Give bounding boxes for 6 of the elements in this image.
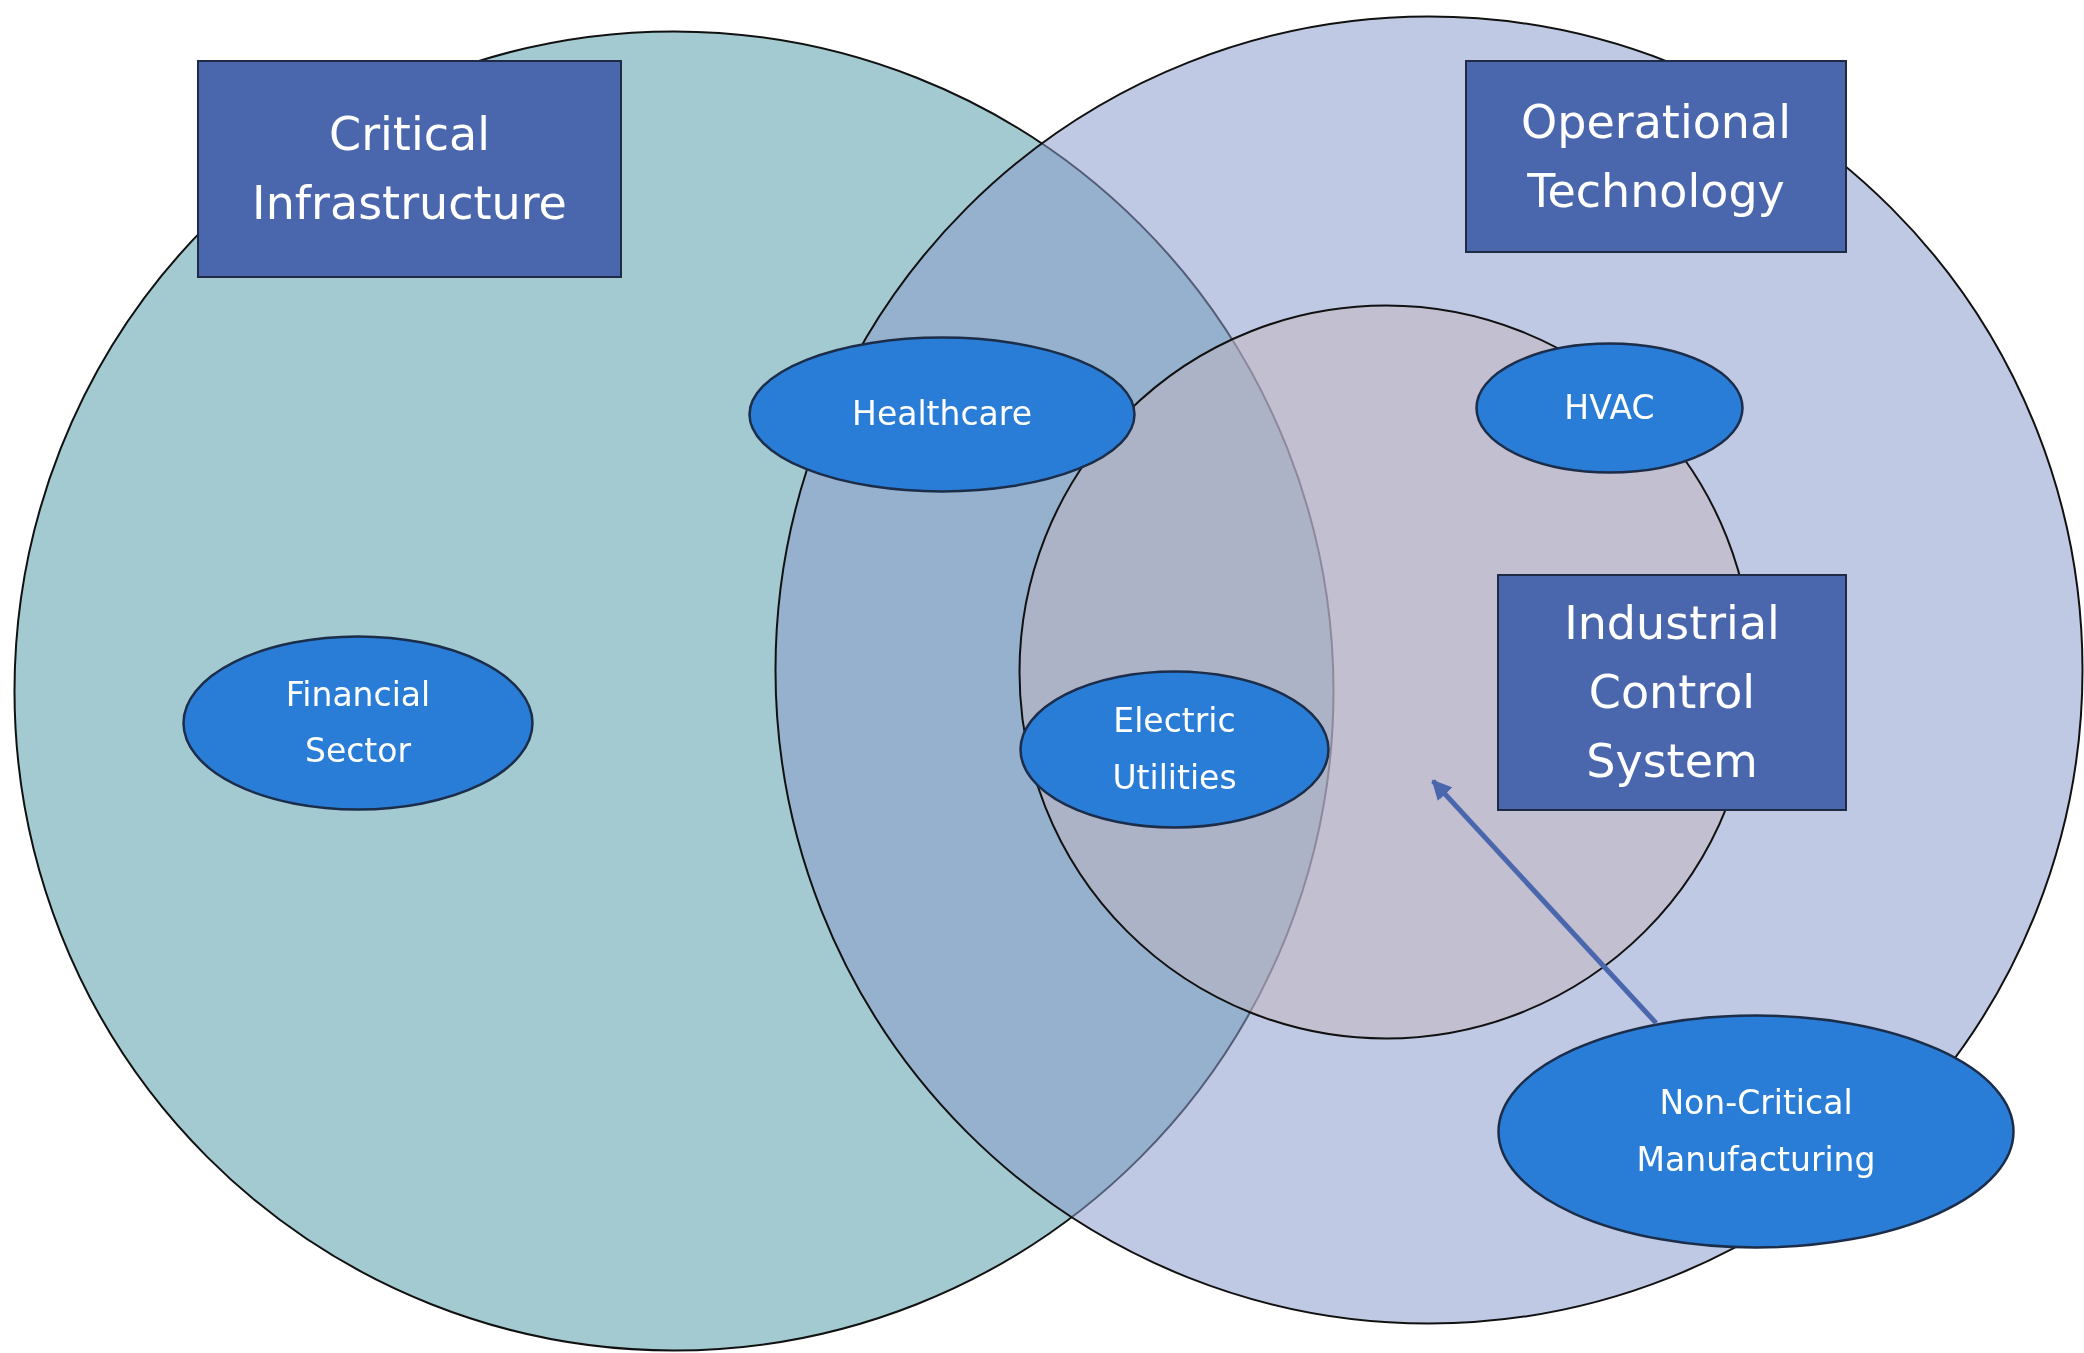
category-label: Healthcare — [852, 393, 1032, 436]
category-label: Financial Sector — [284, 673, 432, 772]
category-label: Non-Critical Manufacturing — [1635, 1082, 1877, 1181]
category-label: HVAC — [1564, 386, 1655, 429]
arrow — [1431, 779, 1658, 1025]
category-label: Electric Utilities — [1111, 700, 1238, 799]
